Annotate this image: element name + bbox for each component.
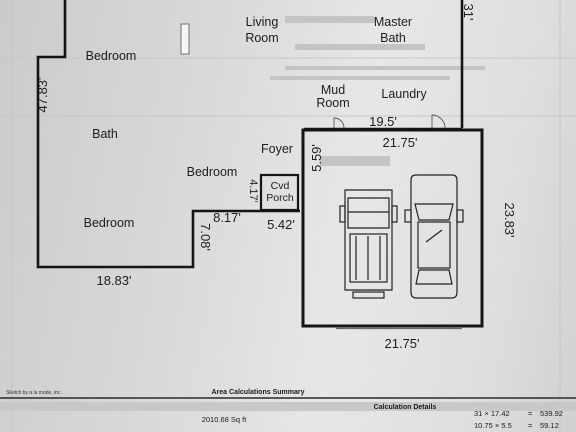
room-label-master-bath: Bath [380,31,406,45]
calc-row-expression: 31 × 17.42 [474,409,510,418]
living-room-window [180,23,190,55]
dimension-porch-height: 4.17' [247,179,259,203]
room-label-master-bath: Master [374,15,412,29]
car-bumper [352,291,385,299]
car-mirror [404,209,412,223]
garage-car-pickup [339,189,398,299]
bleed-block [320,156,390,166]
calc-row-value: 539.92 [540,409,563,418]
dimension-garage-top: 21.75' [382,135,417,150]
car-mirror [339,205,346,223]
bleed-block [295,44,425,50]
car-cab [347,197,390,229]
car-windshield [414,203,454,221]
car-mirror [391,205,398,223]
room-label-bath: Bath [92,127,118,141]
room-label-foyer: Foyer [261,142,293,156]
garage-car-suv [404,174,464,299]
dimension-garage-right: 23.83' [502,202,517,237]
room-label-mud-room: Room [316,96,349,110]
calc-row-value: 59.12 [540,421,559,430]
garage-outline [301,128,484,328]
laundry-door-swing [431,114,446,129]
mud-room-door-swing [333,117,345,129]
car-roof [417,221,451,269]
dimension-bottom-left: 18.83' [96,273,131,288]
dimension-porch-width: 5.42' [267,217,295,232]
bleed-block [285,66,485,70]
car-rear-window [415,269,453,285]
house-exterior-wall [36,0,248,269]
room-label-bedroom: Bedroom [86,49,137,63]
dimension-step-top: 8.17' [213,210,241,225]
dimension-garage-bottom: 21.75' [384,336,419,351]
room-label-mud-room: Mud [321,83,345,97]
room-label-living: Room [245,31,278,45]
bleed-block [270,76,450,80]
car-mirror [456,209,464,223]
area-summary-title: Area Calculations Summary [212,389,305,396]
room-label-living: Living [246,15,279,29]
dimension-laundry-width: 19.5' [369,114,397,129]
room-label-covered-porch: Porch [266,192,294,204]
car-roof-line [425,229,443,243]
room-label-bedroom: Bedroom [187,165,238,179]
bleed-through-text [270,16,485,166]
car-body [410,174,458,299]
footer-header-band [0,402,576,411]
calc-row-expression: 10.75 × 5.5 [474,421,512,430]
dimension-garage-left: 5.59' [309,144,324,172]
dimension-step-left: 7.08' [198,223,213,251]
bleed-block [285,16,375,23]
calc-row-equals: = [528,409,533,418]
area-total: 2010.68 Sq ft [202,415,248,424]
car-body [344,189,393,291]
room-label-covered-porch: Cvd [271,180,290,192]
sketch-credit: Sketch by a la mode, inc. [6,390,62,396]
calc-details-title: Calculation Details [374,404,437,411]
car-bed [349,233,388,283]
calc-row-equals: = [528,421,533,430]
dimension-top-right-wall: 31' [461,4,476,21]
dimension-left-wall: 47.83' [35,77,50,112]
room-label-bedroom: Bedroom [84,216,135,230]
room-label-laundry: Laundry [381,87,427,101]
